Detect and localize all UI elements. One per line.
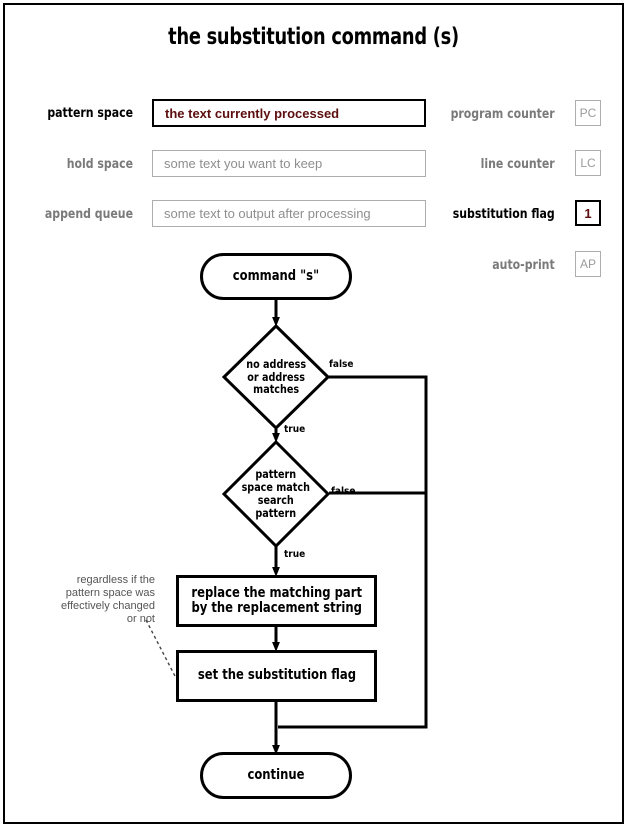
field-hold-space[interactable]: some text you want to keep bbox=[152, 150, 426, 177]
page-border bbox=[3, 3, 624, 824]
label-line-counter: line counter bbox=[480, 156, 555, 172]
field-pattern-space-value: the text currently processed bbox=[165, 105, 340, 121]
edge-label-cond1-false: false bbox=[329, 359, 354, 370]
label-append-queue: append queue bbox=[44, 206, 133, 222]
node-continue[interactable]: continue bbox=[200, 752, 352, 799]
register-program-counter[interactable]: PC bbox=[575, 100, 601, 126]
node-command-s-label: command "s" bbox=[232, 267, 320, 284]
register-line-counter[interactable]: LC bbox=[575, 150, 601, 176]
node-continue-label: continue bbox=[247, 766, 305, 783]
register-auto-print[interactable]: AP bbox=[575, 251, 601, 277]
page-title: the substitution command (s) bbox=[168, 24, 459, 50]
annotation-regardless-note: regardless if the pattern space was effe… bbox=[61, 574, 155, 625]
node-address-matches[interactable]: no address or address matches bbox=[221, 323, 331, 431]
node-replace-matching-part[interactable]: replace the matching part by the replace… bbox=[176, 575, 377, 627]
label-program-counter: program counter bbox=[450, 106, 555, 122]
node-command-s[interactable]: command "s" bbox=[200, 253, 352, 300]
label-substitution-flag: substitution flag bbox=[452, 206, 555, 222]
field-hold-space-value: some text you want to keep bbox=[164, 156, 323, 171]
edge-label-cond2-false: false bbox=[331, 486, 356, 497]
field-append-queue-value: some text to output after processing bbox=[164, 206, 371, 221]
label-hold-space: hold space bbox=[66, 156, 133, 172]
field-pattern-space[interactable]: the text currently processed bbox=[152, 99, 426, 127]
node-setflag-label: set the substitution flag bbox=[197, 667, 356, 684]
label-pattern-space: pattern space bbox=[47, 105, 134, 121]
label-auto-print: auto-print bbox=[492, 257, 555, 273]
edge-label-cond1-true: true bbox=[284, 424, 306, 435]
node-replace-label: replace the matching part by the replace… bbox=[191, 584, 362, 616]
register-substitution-flag[interactable]: 1 bbox=[575, 200, 601, 226]
node-set-substitution-flag[interactable]: set the substitution flag bbox=[176, 650, 377, 702]
node-pattern-match[interactable]: pattern space match search pattern bbox=[221, 439, 331, 549]
field-append-queue[interactable]: some text to output after processing bbox=[152, 200, 426, 227]
edge-label-cond2-true: true bbox=[284, 549, 306, 560]
